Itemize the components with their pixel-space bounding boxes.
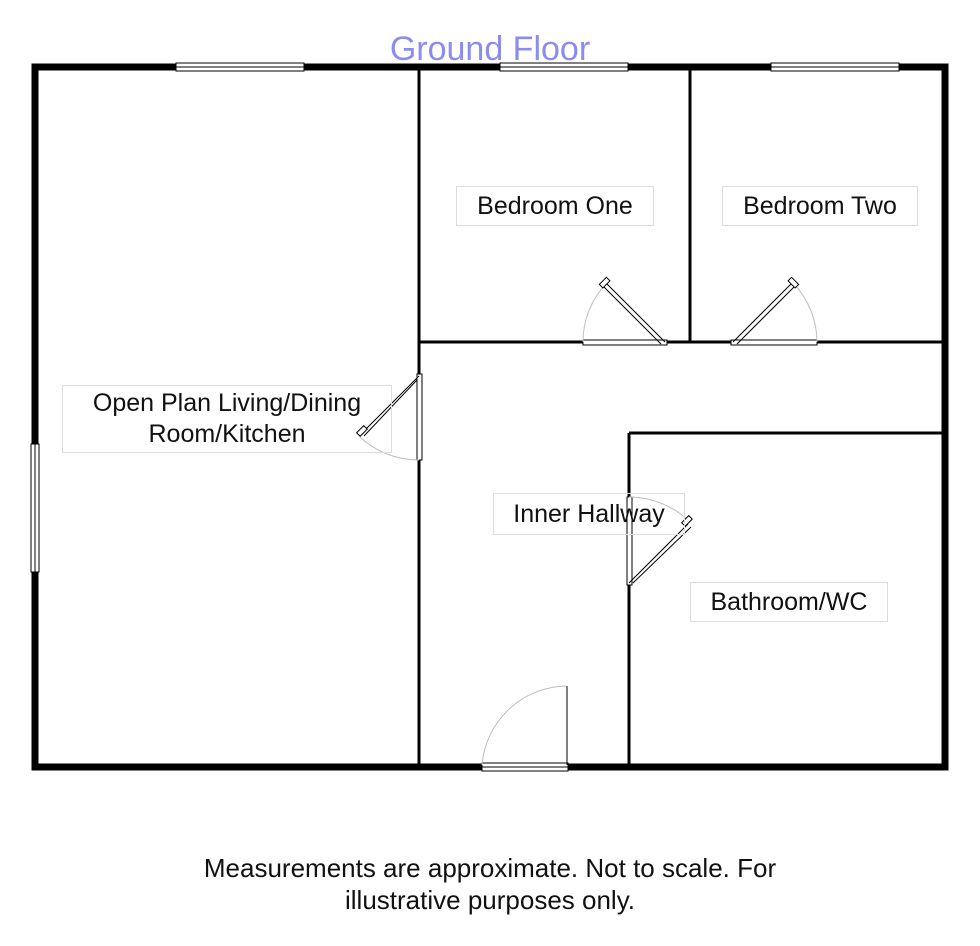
door-bedroom-one bbox=[582, 276, 668, 346]
window-bedroom-one bbox=[499, 62, 629, 72]
disclaimer-note: Measurements are approximate. Not to sca… bbox=[140, 852, 840, 916]
interior-walls bbox=[417, 70, 942, 764]
window-living-left bbox=[30, 443, 40, 573]
room-label-inner-hallway: Inner Hallway bbox=[493, 493, 685, 535]
doors bbox=[355, 276, 818, 772]
room-label-living: Open Plan Living/Dining Room/Kitchen bbox=[62, 385, 392, 453]
door-living-room bbox=[355, 373, 423, 461]
door-entrance bbox=[481, 685, 569, 772]
room-label-bedroom-one: Bedroom One bbox=[456, 186, 654, 226]
window-bedroom-two bbox=[770, 62, 900, 72]
room-label-living-line1: Open Plan Living/Dining bbox=[92, 389, 362, 417]
room-label-living-line2: Room/Kitchen bbox=[148, 420, 306, 448]
floor-title: Ground Floor bbox=[389, 30, 591, 68]
window-living-top bbox=[175, 62, 305, 72]
room-label-bedroom-two: Bedroom Two bbox=[722, 186, 918, 226]
disclaimer-line2: illustrative purposes only. bbox=[345, 885, 635, 915]
room-label-bathroom: Bathroom/WC bbox=[690, 582, 888, 622]
door-bedroom-two bbox=[730, 276, 818, 346]
disclaimer-line1: Measurements are approximate. Not to sca… bbox=[203, 853, 777, 883]
windows bbox=[30, 62, 900, 573]
